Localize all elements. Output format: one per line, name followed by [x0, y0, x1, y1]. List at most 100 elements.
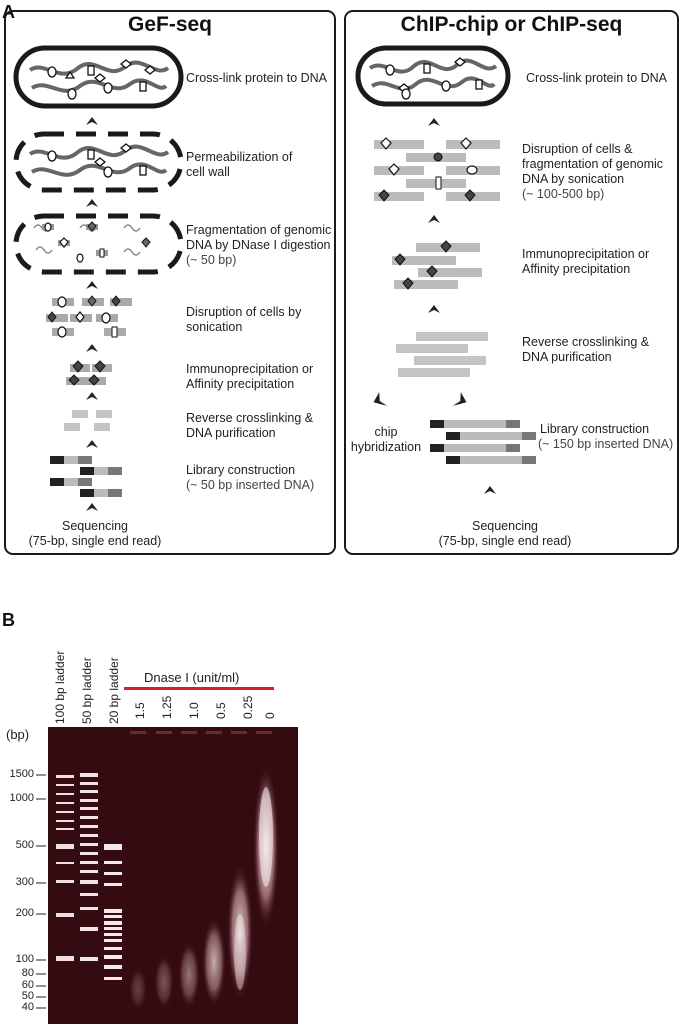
arrow-2: [86, 199, 98, 207]
arrow-5: [86, 392, 98, 400]
arrow-6: [86, 440, 98, 448]
bp-tick-marks: [36, 774, 46, 1009]
chip-title: ChIP-chip or ChIP-seq: [400, 13, 623, 36]
gef-step-7: Library construction (~ 50 bp inserted D…: [186, 463, 314, 493]
dnase-red-line: [124, 687, 274, 690]
bp-40: 40: [21, 1001, 34, 1013]
conc-0-25: 0.25: [241, 695, 255, 719]
gef-step-4: Disruption of cells by sonication: [186, 305, 301, 335]
purified-right-icon: [396, 332, 488, 377]
bp-500: 500: [15, 839, 34, 851]
gef-step-3: Fragmentation of genomic DNA by DNase I …: [186, 223, 331, 268]
smear-lane-1: [129, 967, 147, 1011]
chip-step-1: Cross-link protein to DNA: [526, 71, 667, 86]
conc-1-25: 1.25: [160, 695, 174, 719]
lane-label-20bp: 20 bp ladder: [107, 657, 121, 724]
gef-step-2-line1: Permeabilization of: [186, 150, 293, 164]
gef-sequencing-line1: Sequencing: [61, 519, 129, 533]
gef-seq-panel: [4, 10, 336, 555]
chip-hybridization-line1: chip: [374, 425, 398, 439]
arrow-r4-left: [373, 392, 388, 406]
chip-sequencing: Sequencing (75-bp, single end read): [430, 519, 580, 549]
gef-seq-title: GeF-seq: [127, 13, 213, 36]
bp-50: 50: [21, 990, 34, 1002]
gef-step-6-line1: Reverse crosslinking &: [186, 411, 314, 425]
bp-300: 300: [15, 876, 34, 888]
conc-1-0: 1.0: [187, 702, 201, 719]
ladder-100bp: [56, 775, 74, 961]
conc-0: 0: [263, 712, 277, 719]
library-icon: [50, 456, 122, 497]
gef-step-3-line1: Fragmentation of genomic: [186, 223, 332, 237]
gef-sequencing: Sequencing (75-bp, single end read): [20, 519, 170, 549]
chip-step-4: Reverse crosslinking & DNA purification: [522, 335, 649, 365]
chip-hybridization: chip hybridization: [346, 425, 426, 455]
chip-step-1-text: Cross-link protein to DNA: [526, 71, 668, 85]
gef-step-3-line3: (~ 50 bp): [186, 253, 237, 267]
disrupted-fragments-icon: [46, 295, 132, 338]
smear-lane-5: [227, 864, 253, 1000]
chip-sequencing-line1: Sequencing: [471, 519, 539, 533]
gef-step-5-line1: Immunoprecipitation or: [186, 362, 314, 376]
chip-step-5-line2: (~ 150 bp inserted DNA): [538, 437, 674, 451]
chip-step-3-line2: Affinity precipitation: [522, 262, 631, 276]
gef-step-6: Reverse crosslinking & DNA purification: [186, 411, 313, 441]
ladder-20bp: [104, 844, 122, 980]
arrow-r4-right: [452, 392, 467, 406]
arrow-3: [86, 281, 98, 289]
conc-0-5: 0.5: [214, 702, 228, 719]
gef-step-2-line2: cell wall: [186, 165, 230, 179]
ip-fragments-icon: [66, 360, 112, 386]
arrow-r3: [428, 305, 440, 313]
bp-200: 200: [15, 907, 34, 919]
gef-step-1-text: Cross-link protein to DNA: [186, 71, 328, 85]
chip-step-4-line1: Reverse crosslinking &: [522, 335, 650, 349]
smear-lane-4: [202, 917, 226, 1007]
arrow-7: [86, 503, 98, 511]
intact-cell-right-icon: [355, 45, 511, 107]
chip-step-3: Immunoprecipitation or Affinity precipit…: [522, 247, 649, 277]
gef-step-4-line2: sonication: [186, 320, 243, 334]
arrow-4: [86, 344, 98, 352]
fragmented-dna-icon: [13, 213, 184, 275]
sonicated-fragments-icon: [374, 137, 500, 202]
chip-panel: [344, 10, 679, 555]
arrow-r5: [484, 486, 496, 494]
gef-step-7-line2: (~ 50 bp inserted DNA): [186, 478, 315, 492]
intact-cell-icon: [13, 45, 184, 109]
arrow-r1: [428, 118, 440, 126]
purified-dna-icon: [64, 410, 112, 431]
gef-step-3-line2: DNA by DNase I digestion: [186, 238, 331, 252]
chip-step-2-line4: (~ 100-500 bp): [522, 187, 605, 201]
smear-lane-3: [178, 941, 200, 1009]
chip-step-4-line2: DNA purification: [522, 350, 612, 364]
bp-100: 100: [15, 953, 34, 965]
chip-step-2-line2: fragmentation of genomic: [522, 157, 664, 171]
gef-step-7-line1: Library construction: [186, 463, 296, 477]
lane-label-50bp: 50 bp ladder: [80, 657, 94, 724]
panel-b-letter: B: [2, 610, 15, 630]
chip-step-5: Library construction (~ 150 bp inserted …: [538, 422, 674, 452]
smear-lane-2: [154, 954, 174, 1010]
permeabilized-cell-icon: [13, 131, 184, 193]
lane-label-100bp: 100 bp ladder: [53, 650, 67, 724]
arrow-1: [86, 117, 98, 125]
bp-60: 60: [21, 979, 34, 991]
gel-image: [48, 727, 298, 1024]
gef-sequencing-line2: (75-bp, single end read): [28, 534, 162, 548]
chip-hybridization-line2: hybridization: [350, 440, 422, 454]
bp-1000: 1000: [9, 792, 34, 804]
gef-step-4-line1: Disruption of cells by: [186, 305, 302, 319]
ladder-50bp: [80, 773, 98, 961]
chip-step-2-line1: Disruption of cells &: [522, 142, 633, 156]
ip-right-icon: [392, 240, 482, 290]
bp-1500: 1500: [9, 768, 34, 780]
dnase-label: Dnase I (unit/ml): [144, 670, 240, 685]
gef-step-2: Permeabilization of cell wall: [186, 150, 292, 180]
gef-step-5: Immunoprecipitation or Affinity precipit…: [186, 362, 313, 392]
chip-step-3-line1: Immunoprecipitation or: [522, 247, 650, 261]
chip-step-2-line3: DNA by sonication: [522, 172, 625, 186]
gef-step-1: Cross-link protein to DNA: [186, 71, 327, 86]
gef-step-5-line2: Affinity precipitation: [186, 377, 295, 391]
chip-step-5-line1: Library construction: [540, 422, 650, 436]
